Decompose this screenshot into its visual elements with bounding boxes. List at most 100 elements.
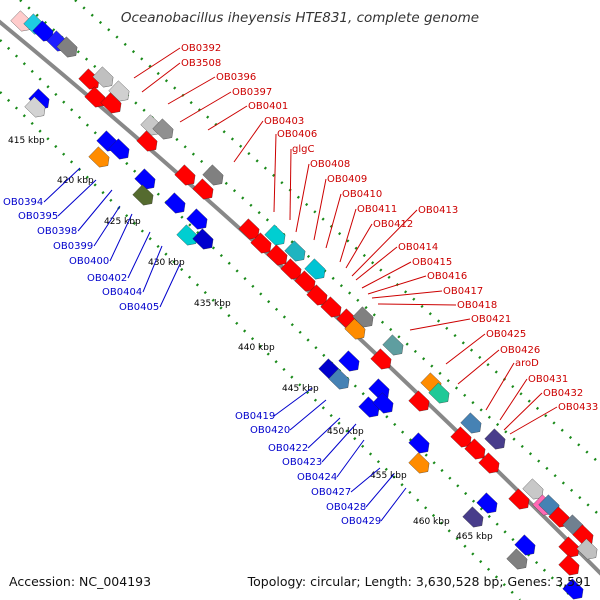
scale-label-6: 445 kbp xyxy=(282,384,319,394)
gene-block-39 xyxy=(344,318,366,340)
gene-block-9 xyxy=(100,92,122,114)
gene-arrow xyxy=(548,506,570,528)
gene-arrow xyxy=(558,554,580,576)
reverse-gene-label-3: OB0399 xyxy=(53,241,93,252)
gene-block-56 xyxy=(408,432,430,454)
gene-block-25 xyxy=(174,164,196,186)
forward-gene-label-16: OB0416 xyxy=(427,271,467,282)
forward-gene-label-23: OB0431 xyxy=(528,374,568,385)
gene-arrow xyxy=(264,224,286,246)
reverse-gene-label-9: OB0420 xyxy=(250,425,290,436)
forward-leader-line-16 xyxy=(367,275,427,295)
gene-block-41 xyxy=(370,348,392,370)
gene-block-60 xyxy=(508,488,530,510)
forward-leader-line-3 xyxy=(179,91,232,123)
track-guide-3 xyxy=(0,39,576,600)
gene-arrow xyxy=(84,86,106,108)
gene-block-71 xyxy=(562,578,584,600)
forward-leader-line-7 xyxy=(289,148,292,221)
scale-label-1: 420 kbp xyxy=(57,176,94,186)
gene-arrow xyxy=(408,432,430,454)
gene-block-51 xyxy=(460,412,482,434)
gene-block-70 xyxy=(506,548,528,570)
forward-gene-label-1: OB3508 xyxy=(181,58,221,69)
scale-label-2: 425 kbp xyxy=(104,217,141,227)
reverse-gene-label-1: OB0395 xyxy=(18,211,58,222)
gene-arrow xyxy=(250,232,272,254)
forward-leader-line-15 xyxy=(361,261,412,289)
forward-gene-label-12: OB0412 xyxy=(373,219,413,230)
gene-arrow xyxy=(428,382,450,404)
forward-gene-label-7: glgC xyxy=(292,144,314,155)
reverse-gene-label-10: OB0422 xyxy=(268,443,308,454)
forward-gene-label-9: OB0409 xyxy=(327,174,367,185)
reverse-leader-line-5 xyxy=(127,231,151,279)
forward-leader-line-8 xyxy=(295,163,310,233)
gene-block-47 xyxy=(372,392,394,414)
gene-block-53 xyxy=(450,426,472,448)
scale-label-7: 450 kbp xyxy=(327,427,364,437)
gene-arrow xyxy=(370,348,392,370)
gene-arrow xyxy=(266,244,288,266)
gene-block-7 xyxy=(108,80,130,102)
forward-leader-line-0 xyxy=(133,47,181,79)
scale-label-9: 460 kbp xyxy=(413,517,450,527)
forward-gene-label-21: OB0426 xyxy=(500,345,540,356)
reverse-gene-label-7: OB0405 xyxy=(119,302,159,313)
forward-leader-line-4 xyxy=(207,105,248,131)
gene-arrow xyxy=(460,412,482,434)
gene-block-16 xyxy=(108,138,130,160)
gene-arrow xyxy=(450,426,472,448)
reverse-leader-line-6 xyxy=(142,245,163,293)
forward-gene-label-3: OB0397 xyxy=(232,87,272,98)
gene-arrow xyxy=(238,218,260,240)
reverse-gene-label-6: OB0404 xyxy=(102,287,142,298)
gene-arrow xyxy=(294,270,316,292)
forward-gene-label-18: OB0418 xyxy=(457,300,497,311)
scale-label-10: 465 kbp xyxy=(456,532,493,542)
gene-arrow xyxy=(464,438,486,460)
gene-block-40 xyxy=(382,334,404,356)
forward-leader-line-25 xyxy=(509,406,558,435)
gene-block-26 xyxy=(192,178,214,200)
gene-arrow xyxy=(136,130,158,152)
reverse-leader-line-15 xyxy=(380,487,407,522)
gene-arrow xyxy=(100,92,122,114)
gene-block-17 xyxy=(88,146,110,168)
reverse-leader-line-13 xyxy=(350,467,381,493)
track-guide-1 xyxy=(74,0,600,466)
gene-block-21 xyxy=(186,208,208,230)
forward-leader-line-18 xyxy=(377,303,457,306)
forward-leader-line-6 xyxy=(273,133,277,213)
gene-block-11 xyxy=(24,96,46,118)
forward-gene-label-11: OB0411 xyxy=(357,204,397,215)
gene-block-61 xyxy=(522,478,544,500)
gene-block-49 xyxy=(428,382,450,404)
forward-leader-line-22 xyxy=(485,362,515,411)
scale-label-5: 440 kbp xyxy=(238,343,275,353)
forward-leader-line-21 xyxy=(457,349,500,385)
forward-gene-label-2: OB0396 xyxy=(216,72,256,83)
gene-block-24 xyxy=(202,164,224,186)
gene-block-44 xyxy=(338,350,360,372)
reverse-leader-line-10 xyxy=(307,417,341,449)
forward-leader-line-9 xyxy=(313,178,327,241)
forward-gene-label-5: OB0403 xyxy=(264,116,304,127)
forward-leader-line-14 xyxy=(355,246,398,281)
gene-block-22 xyxy=(176,224,198,246)
gene-block-31 xyxy=(250,232,272,254)
reverse-leader-line-3 xyxy=(93,205,121,247)
gene-arrow xyxy=(508,488,530,510)
gene-block-68 xyxy=(576,538,598,560)
gene-arrow xyxy=(280,258,302,280)
forward-leader-line-1 xyxy=(141,62,181,93)
gene-block-27 xyxy=(264,224,286,246)
gene-arrow xyxy=(372,392,394,414)
gene-block-34 xyxy=(294,270,316,292)
gene-block-20 xyxy=(164,192,186,214)
reverse-leader-line-7 xyxy=(159,263,181,308)
gene-block-30 xyxy=(238,218,260,240)
map-title: Oceanobacillus iheyensis HTE831, complet… xyxy=(120,10,480,26)
forward-leader-line-17 xyxy=(371,290,443,299)
